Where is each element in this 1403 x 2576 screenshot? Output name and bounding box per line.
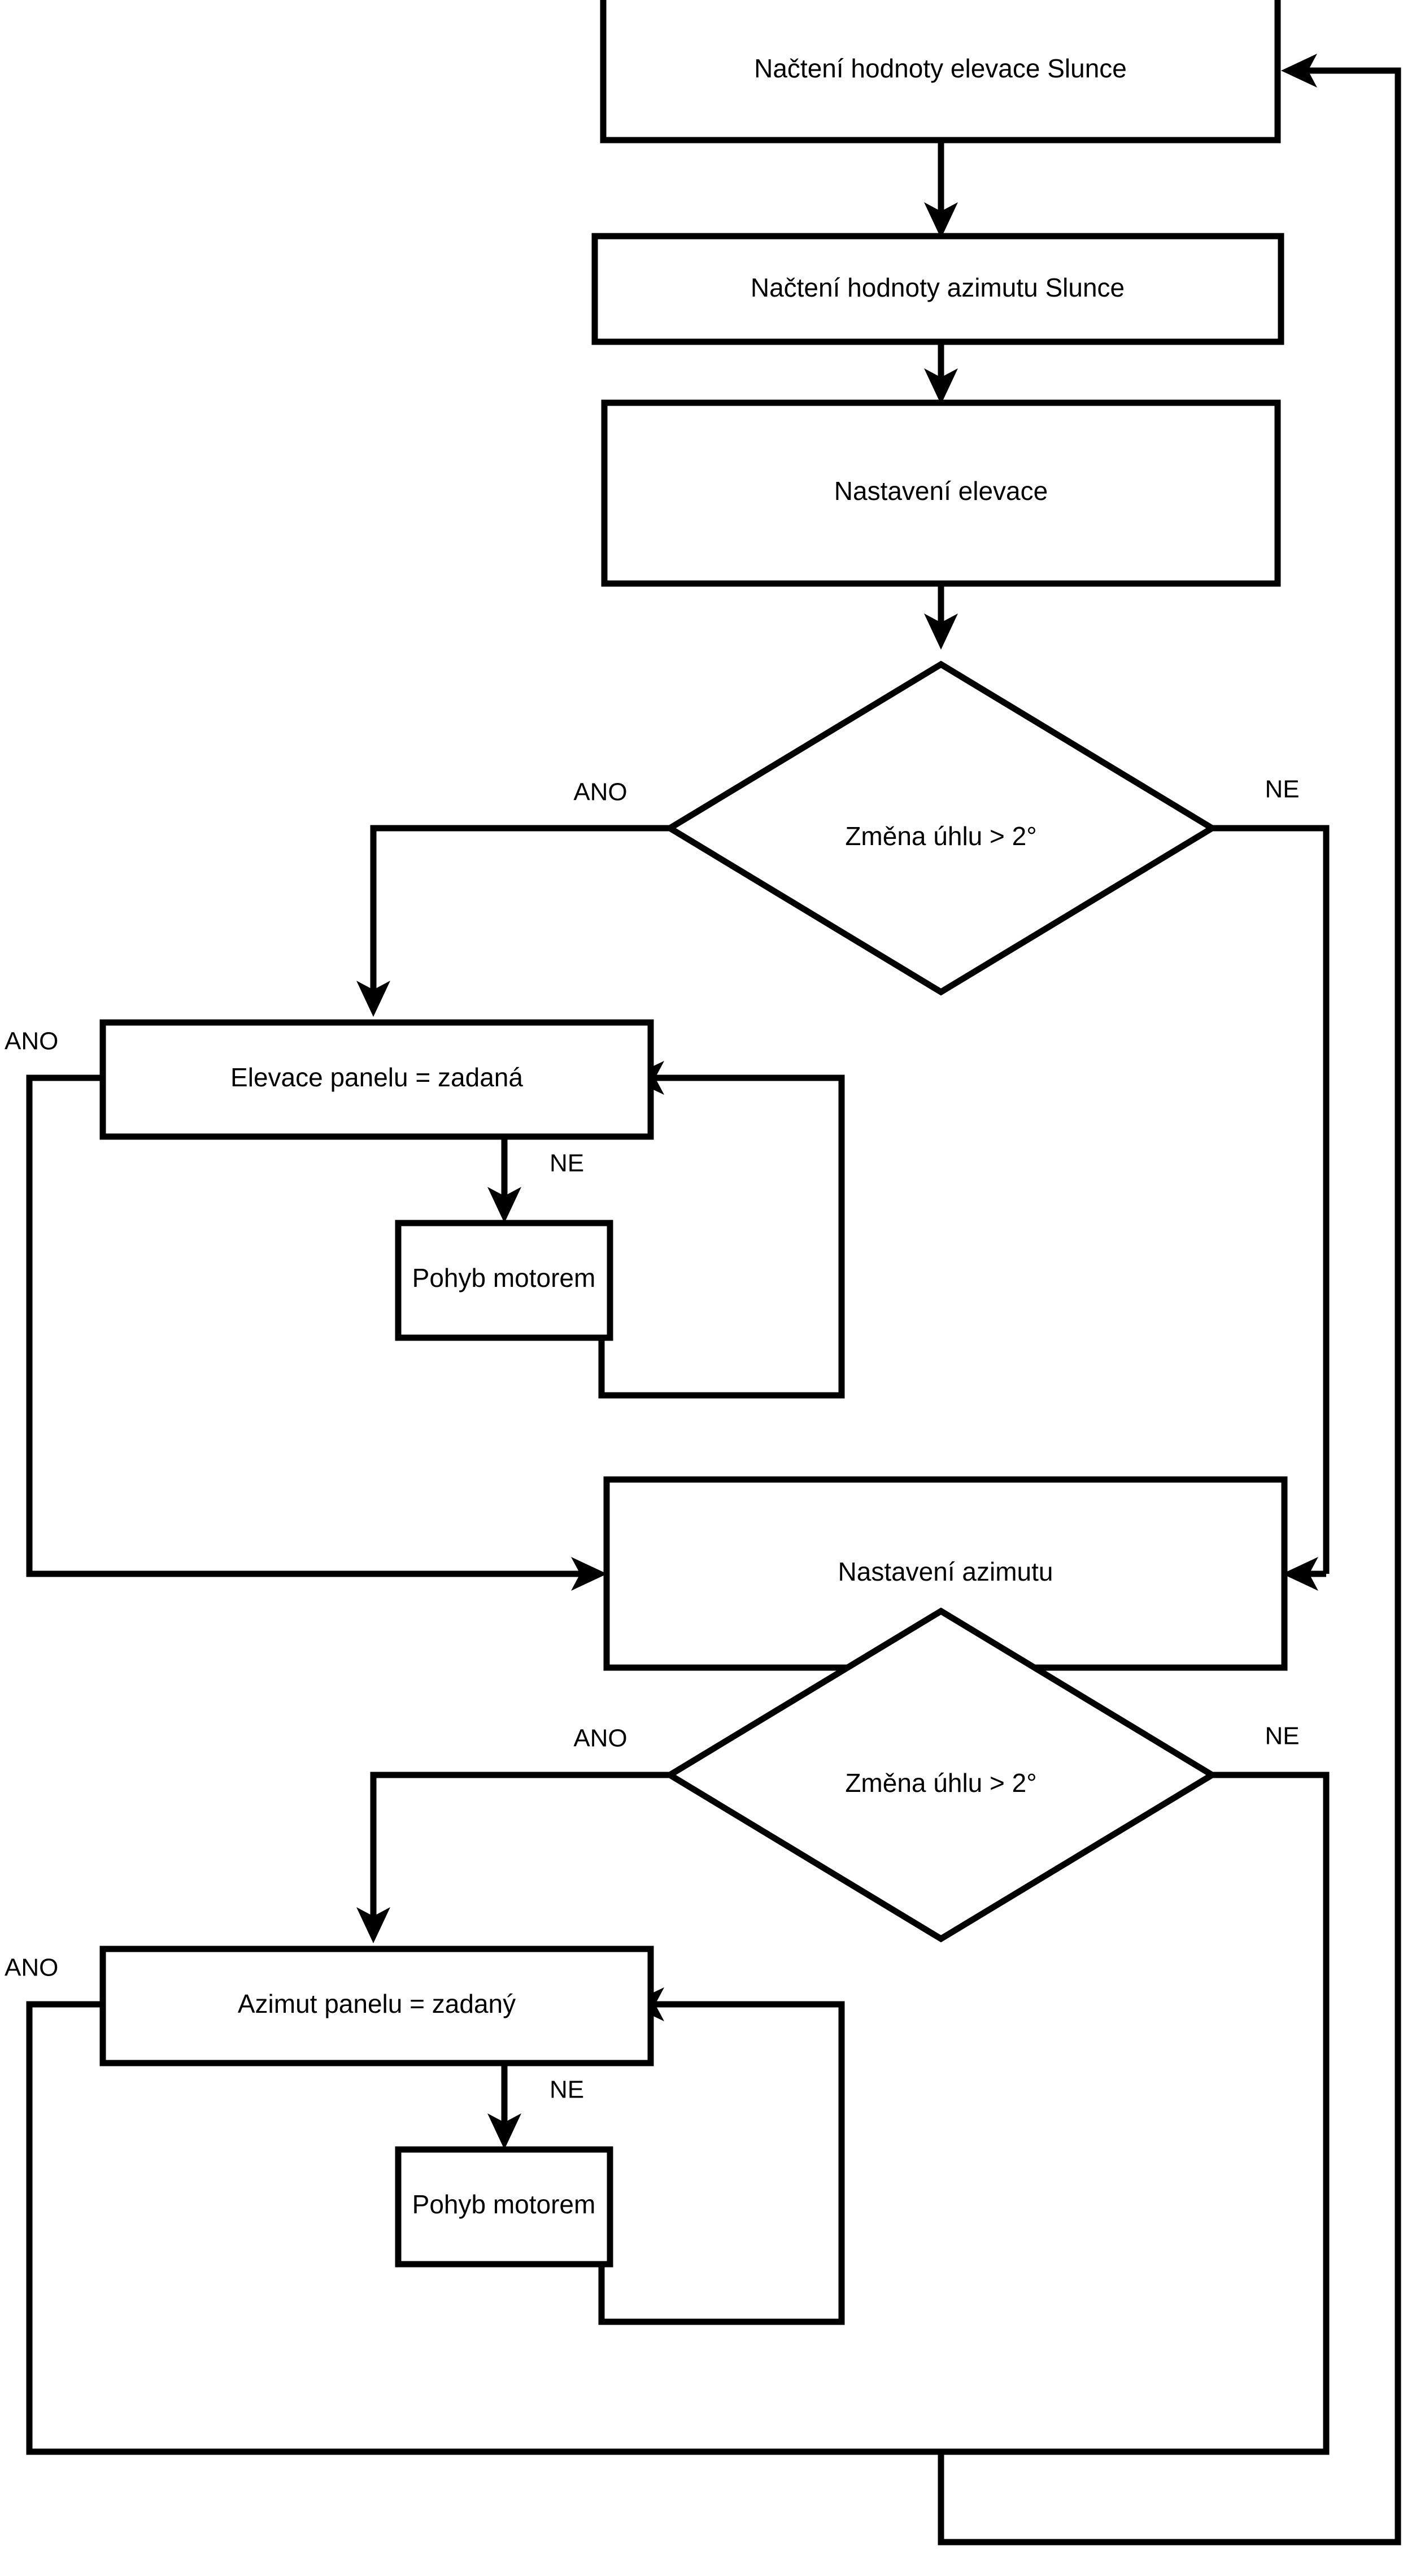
node-read-elevation[interactable]: Načtení hodnoty elevace Slunce <box>600 0 1281 143</box>
node-set-elevation-label: Nastavení elevace <box>834 476 1048 506</box>
edge-motor-move-1-loop <box>598 1074 845 1399</box>
node-panel-azimuth-equals-label: Azimut panelu = zadaný <box>238 1989 516 2018</box>
node-set-azimuth-label: Nastavení azimutu <box>838 1557 1053 1586</box>
node-motor-move-1-label: Pohyb motorem <box>412 1263 596 1293</box>
edge-label-panel-elevation-yes: ANO <box>5 1028 58 1055</box>
node-motor-move-1-shape <box>395 1220 613 1341</box>
edge-label-panel-elevation-no: NE <box>550 1150 584 1177</box>
node-motor-move-2-label: Pohyb motorem <box>412 2190 596 2219</box>
edge-panel-elevation-yes <box>26 1074 585 1577</box>
node-read-azimuth-shape <box>591 233 1284 345</box>
node-decision-elevation-label: Změna úhlu > 2° <box>845 821 1036 851</box>
node-motor-move-1[interactable]: Pohyb motorem <box>395 1220 613 1341</box>
edge-motor-move-2-loop <box>598 2001 845 2325</box>
edge-label-decision-azimuth-no: NE <box>1265 1722 1299 1750</box>
node-panel-elevation-equals[interactable]: Elevace panelu = zadaná <box>99 1019 654 1140</box>
edge-label-decision-elevation-no: NE <box>1265 776 1299 803</box>
node-decision-azimuth-shape <box>664 1607 1218 1943</box>
edge-label-decision-azimuth-yes: ANO <box>573 1725 627 1752</box>
arrowhead-to-set-elevation <box>924 368 958 404</box>
node-decision-azimuth[interactable]: Změna úhlu > 2° <box>664 1607 1218 1943</box>
node-panel-azimuth-equals-shape <box>99 1946 654 2066</box>
arrowhead-decision-azimuth-yes <box>356 1907 390 1943</box>
arrowhead-to-read-azimuth <box>924 202 958 238</box>
node-panel-azimuth-equals[interactable]: Azimut panelu = zadaný <box>99 1946 654 2066</box>
edge-label-decision-elevation-yes: ANO <box>573 778 627 806</box>
node-motor-move-2-shape <box>395 2146 613 2268</box>
edge-decision-elevation-yes <box>370 825 670 991</box>
arrowhead-decision-elevation-yes <box>356 981 390 1017</box>
node-decision-elevation[interactable]: Změna úhlu > 2° <box>664 660 1218 996</box>
edge-decision-elevation-no <box>1212 825 1330 1574</box>
node-decision-elevation-shape <box>664 660 1218 996</box>
arrowhead-panel-elevation-no <box>487 1187 521 1223</box>
node-decision-azimuth-label: Změna úhlu > 2° <box>845 1768 1036 1798</box>
arrowhead-panel-azimuth-no <box>487 2113 521 2149</box>
arrowhead-panel-elevation-yes <box>571 1557 607 1591</box>
edge-label-panel-azimuth-yes: ANO <box>5 1954 58 1982</box>
arrowhead-to-decision-elevation <box>924 613 958 650</box>
node-read-elevation-shape <box>600 0 1281 143</box>
arrowhead-return-to-read-elevation <box>1281 54 1317 88</box>
node-read-azimuth-label: Načtení hodnoty azimutu Slunce <box>751 273 1125 302</box>
node-motor-move-2[interactable]: Pohyb motorem <box>395 2146 613 2268</box>
node-read-elevation-label: Načtení hodnoty elevace Slunce <box>754 54 1127 83</box>
edge-decision-azimuth-no-return <box>938 67 1401 2545</box>
node-panel-elevation-equals-shape <box>99 1019 654 1140</box>
node-set-elevation-shape <box>601 399 1281 587</box>
edge-panel-azimuth-yes <box>26 2001 941 2455</box>
node-set-elevation[interactable]: Nastavení elevace <box>601 399 1281 587</box>
edge-decision-azimuth-yes <box>370 1772 670 1918</box>
arrowhead-decision-elevation-no <box>1282 1557 1318 1591</box>
edge-label-panel-azimuth-no: NE <box>550 2076 584 2104</box>
node-panel-elevation-equals-label: Elevace panelu = zadaná <box>230 1063 523 1092</box>
node-read-azimuth[interactable]: Načtení hodnoty azimutu Slunce <box>591 233 1284 345</box>
